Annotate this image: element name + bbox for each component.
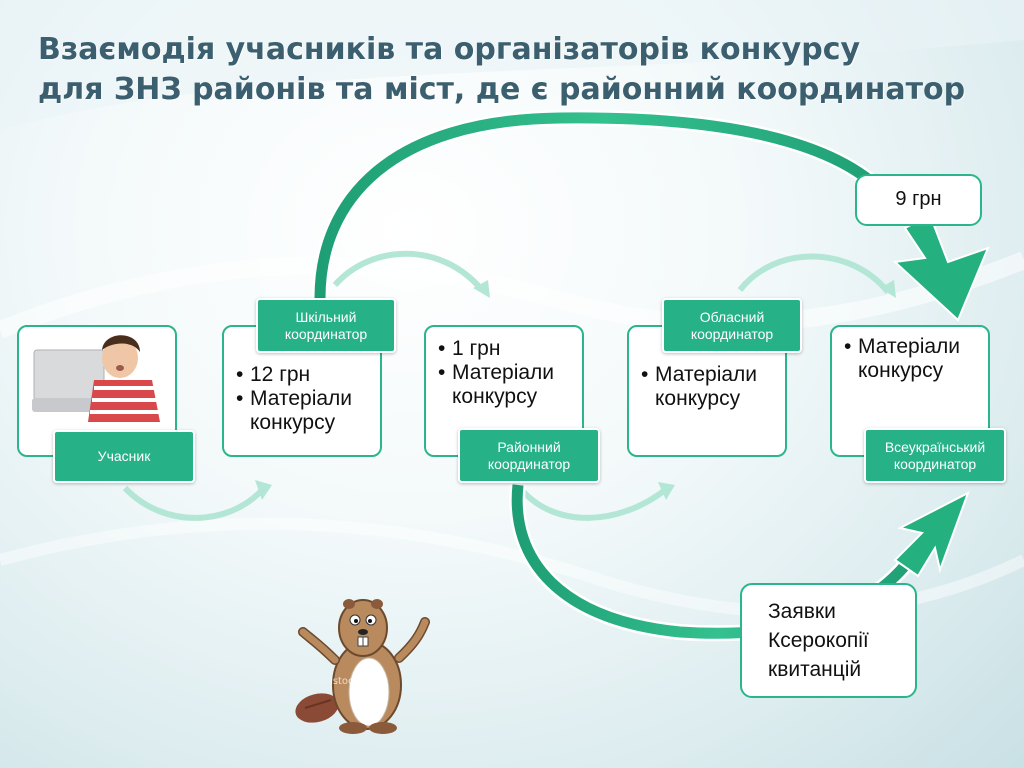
photo-watermark: istockphoto <box>330 676 389 687</box>
regional-coordinator-label: Обласний координатор <box>662 298 802 353</box>
school-coordinator-label: Шкільний координатор <box>256 298 396 353</box>
fee-note-text: 9 грн <box>895 188 942 210</box>
light-arrow-2 <box>332 250 490 298</box>
title-line-2: для ЗНЗ районів та міст, де є районний к… <box>38 72 966 107</box>
district-items: 1 грн Матеріали конкурсу <box>434 337 582 409</box>
national-item-materials: Матеріали конкурсу <box>840 335 988 383</box>
district-item-materials: Матеріали конкурсу <box>434 361 582 409</box>
beaver-mascot-illustration <box>295 599 430 734</box>
documents-note-line-3: квитанцій <box>768 658 862 681</box>
school-items: 12 грн Матеріали конкурсу <box>232 363 380 435</box>
participant-label: Учасник <box>53 430 195 483</box>
national-items: Матеріали конкурсу <box>840 335 988 383</box>
light-arrow-1 <box>122 480 272 521</box>
light-arrow-4 <box>737 253 896 298</box>
regional-item-materials: Матеріали конкурсу <box>637 363 785 411</box>
school-item-fee: 12 грн <box>232 363 380 387</box>
district-coordinator-label: Районний координатор <box>458 428 600 483</box>
documents-note: Заявки Ксерокопії квитанцій <box>740 583 917 698</box>
school-item-materials: Матеріали конкурсу <box>232 387 380 435</box>
documents-note-line-1: Заявки <box>768 600 836 623</box>
national-coordinator-label: Всеукраїнський координатор <box>864 428 1006 483</box>
title-line-1: Взаємодія учасників та організаторів кон… <box>38 32 861 67</box>
documents-note-line-2: Ксерокопії <box>768 629 869 652</box>
page-title: Взаємодія учасників та організаторів кон… <box>38 30 998 110</box>
regional-items: Матеріали конкурсу <box>637 363 785 411</box>
boy-with-laptop-photo <box>32 330 167 425</box>
district-item-fee: 1 грн <box>434 337 582 361</box>
light-arrow-3 <box>517 482 675 521</box>
fee-note: 9 грн <box>855 174 982 226</box>
